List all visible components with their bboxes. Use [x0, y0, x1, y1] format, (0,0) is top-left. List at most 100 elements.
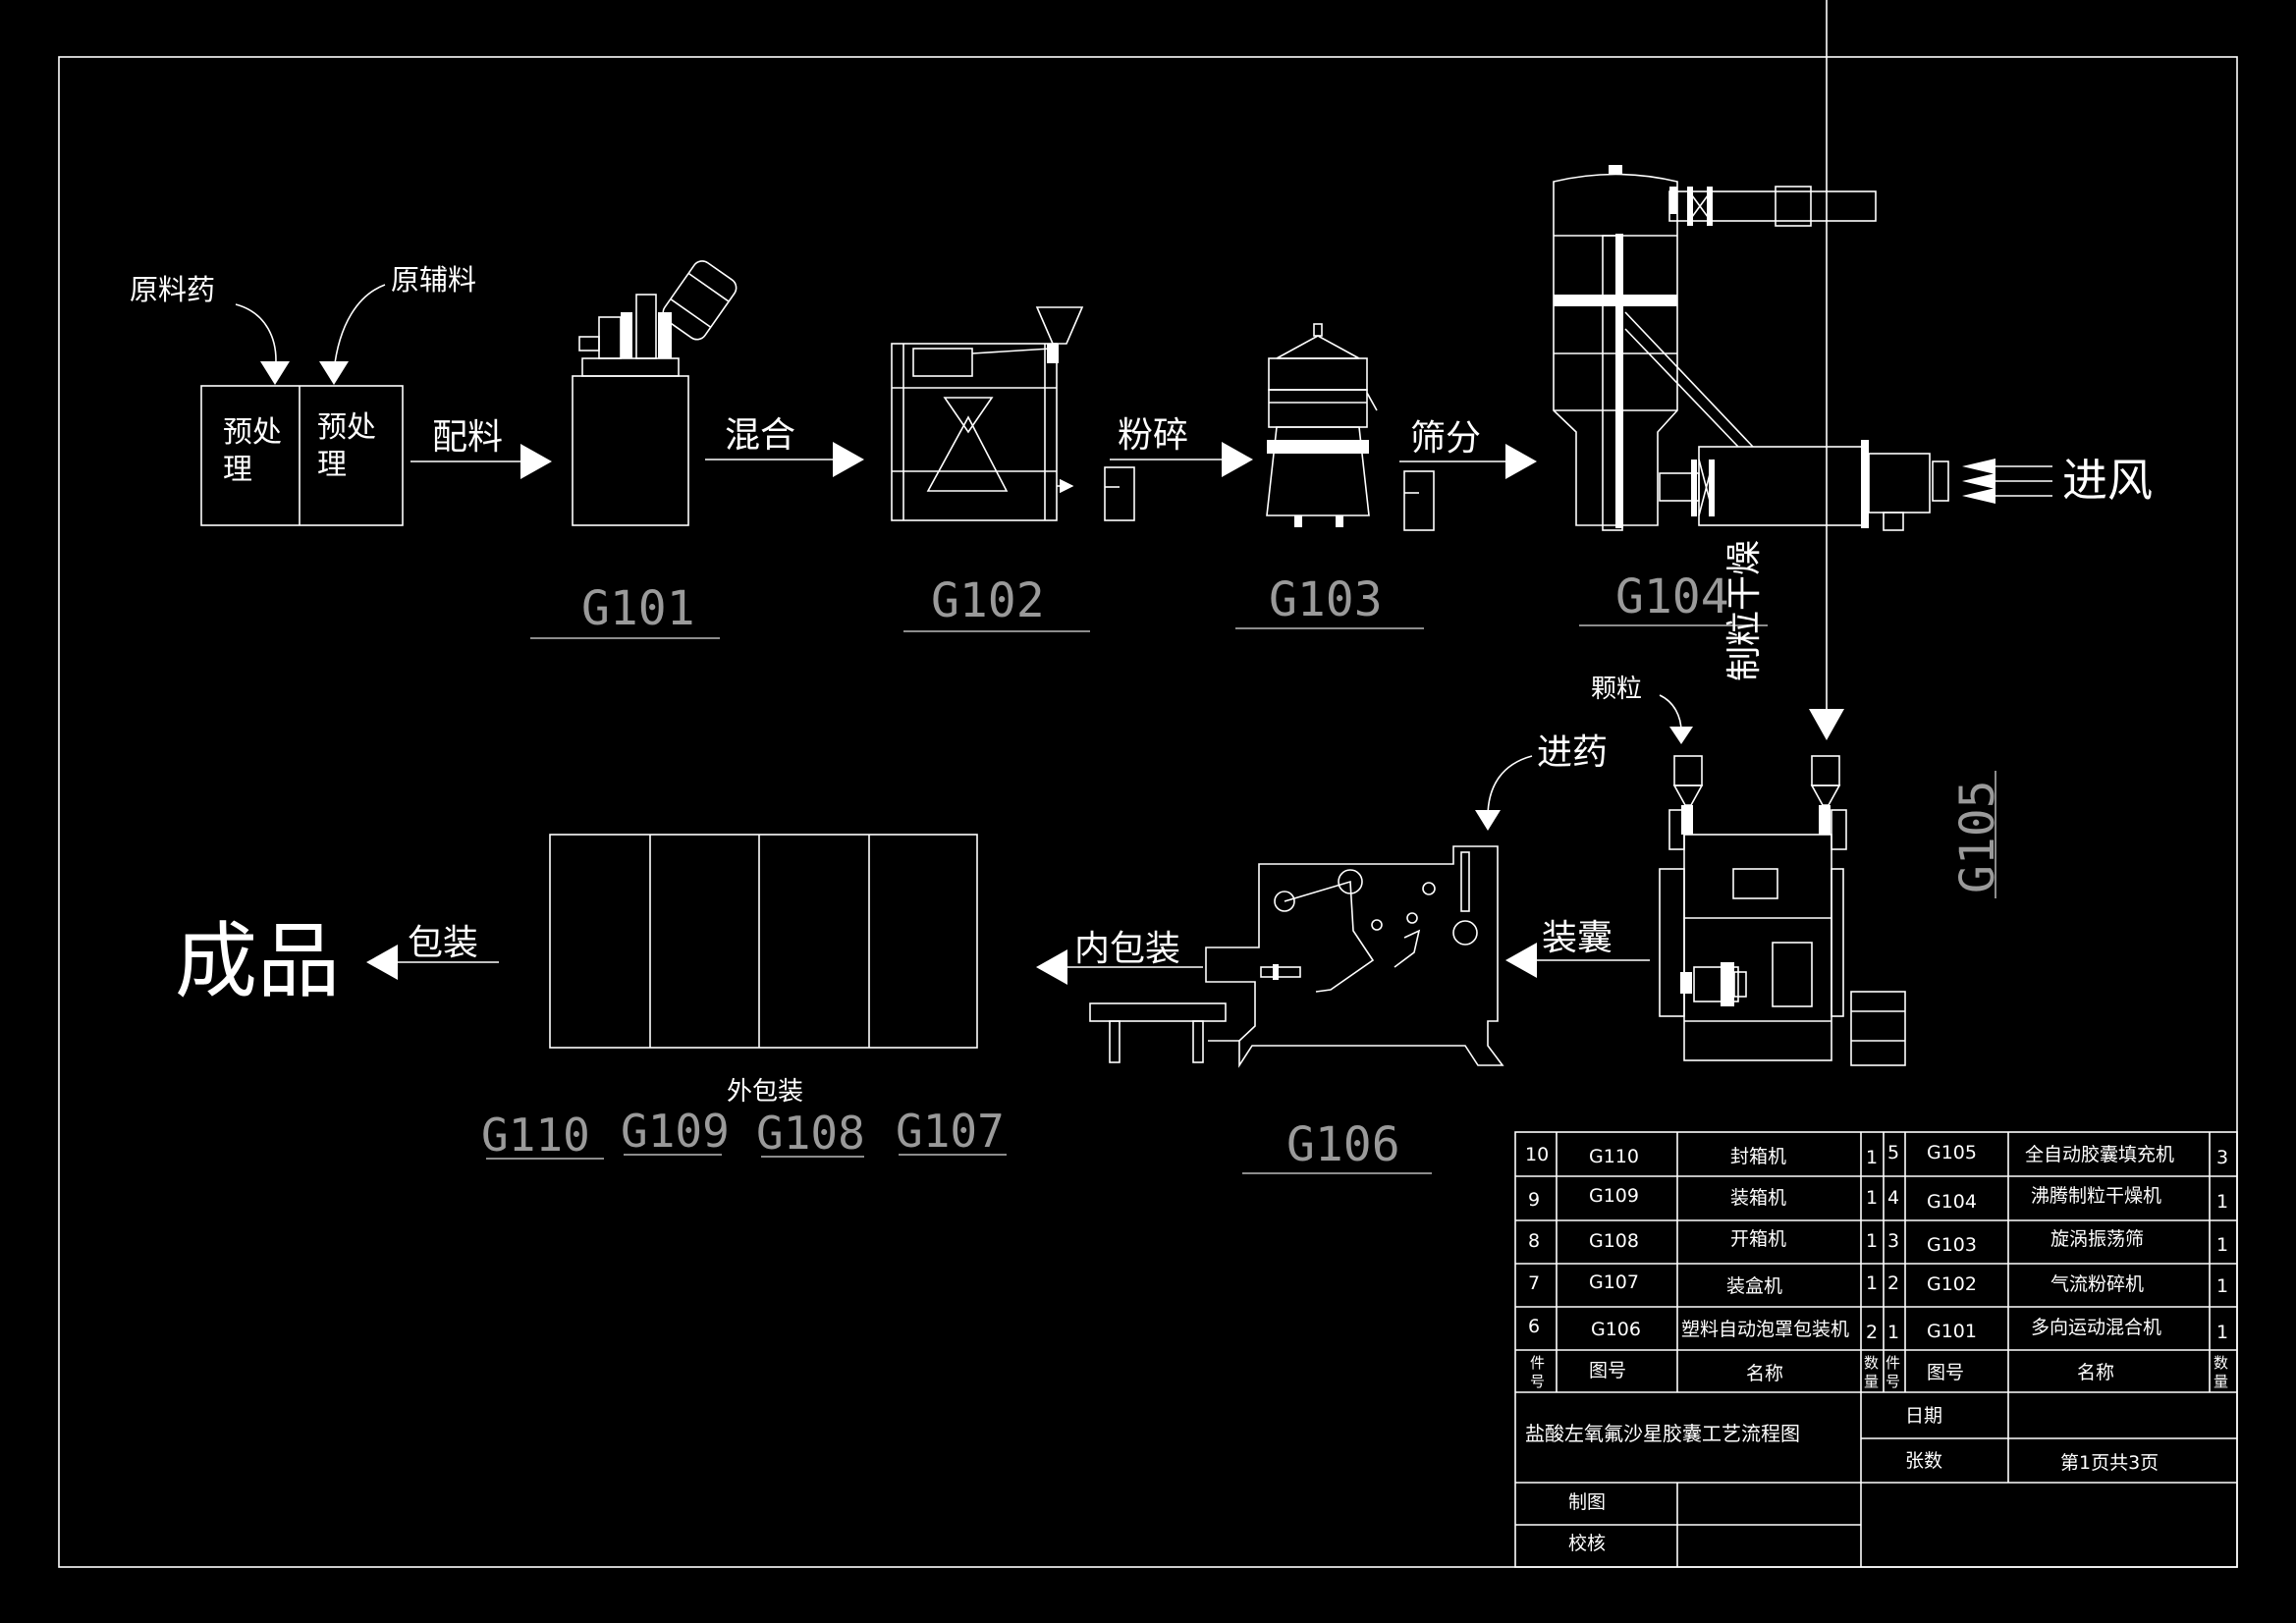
tb-row1-qty2: 3: [2216, 1147, 2228, 1168]
step-crushing-label: 粉碎: [1118, 415, 1188, 456]
granules-label: 颗粒: [1591, 675, 1642, 704]
raw-excipient-arrow: [333, 284, 386, 372]
tb-row3-code2: G103: [1927, 1234, 1977, 1256]
tb-header-name: 名称: [1746, 1363, 1783, 1384]
tb-header-qty-2: 量: [1864, 1373, 1879, 1390]
step-sieving-label: 筛分: [1410, 418, 1481, 459]
tb-row5-name2: 多向运动混合机: [2031, 1317, 2161, 1338]
drawing-border: [58, 56, 2238, 1568]
drug-in-label: 进药: [1537, 732, 1608, 773]
tb-row5-code2: G101: [1927, 1321, 1977, 1342]
tb-row5-no: 6: [1528, 1316, 1540, 1337]
tb-header-name2: 名称: [2077, 1362, 2114, 1383]
tb-header-part-no2-2: 号: [1886, 1373, 1900, 1390]
tb-row4-qty: 1: [1866, 1272, 1878, 1294]
g109-code: G109: [621, 1105, 730, 1158]
final-product-label: 成品: [175, 913, 340, 1009]
tb-row3-name2: 旋涡振荡筛: [2050, 1228, 2144, 1250]
tb-row1-no: 10: [1525, 1144, 1549, 1165]
tb-drawing-title: 盐酸左氧氟沙星胶囊工艺流程图: [1525, 1422, 1800, 1445]
tb-row2-qty2: 1: [2216, 1191, 2228, 1213]
tb-row4-code2: G102: [1927, 1273, 1977, 1295]
g110-code: G110: [481, 1109, 590, 1162]
tb-header-drawing-no: 图号: [1589, 1360, 1626, 1381]
tb-row3-no: 8: [1528, 1230, 1540, 1252]
g105-code: G105: [1950, 780, 2005, 893]
tb-row4-no2: 2: [1887, 1272, 1899, 1294]
title-block: [1514, 1131, 2238, 1568]
pretreat-left-line1: 预处: [223, 415, 282, 450]
tb-row2-name2: 沸腾制粒干燥机: [2031, 1185, 2161, 1207]
tb-row2-code2: G104: [1927, 1191, 1977, 1213]
g102-jet-mill-drawing: [891, 306, 1084, 521]
pretreat-left-line2: 理: [223, 453, 252, 487]
tb-header-part-no2-1: 件: [1886, 1354, 1900, 1372]
tb-row5-no2: 1: [1887, 1322, 1899, 1343]
g103-vibrating-screen-drawing: [1266, 323, 1378, 527]
g105-capsule-filler-drawing: [1659, 755, 1847, 1061]
tb-row4-code: G107: [1589, 1271, 1639, 1293]
g108-code: G108: [756, 1107, 865, 1160]
tb-header-part-no-2: 号: [1530, 1373, 1545, 1390]
step-inner-pack-label: 内包装: [1074, 929, 1180, 969]
g106-code: G106: [1286, 1117, 1400, 1172]
g102-collector-box: [1104, 466, 1135, 521]
step-capsule-fill-label: 装囊: [1542, 918, 1613, 958]
tb-date-label: 日期: [1905, 1405, 1942, 1427]
g104-code: G104: [1615, 569, 1729, 624]
g103-collector-box: [1403, 470, 1435, 531]
tb-row4-name2: 气流粉碎机: [2050, 1273, 2144, 1295]
tb-row1-qty: 1: [1866, 1147, 1878, 1168]
step-mixing-label: 混合: [725, 415, 795, 456]
tb-sheets-label: 张数: [1905, 1450, 1942, 1472]
tb-sheets-value: 第1页共3页: [2060, 1452, 2159, 1474]
step-granulate-dry-label: 制粒干燥: [1724, 540, 1765, 681]
outer-pack-label: 外包装: [727, 1077, 803, 1107]
tb-header-part-no-1: 件: [1530, 1354, 1545, 1372]
outer-packaging-line: [549, 834, 978, 1049]
g106-outfeed-table: [1089, 1002, 1227, 1063]
tb-row5-qty2: 1: [2216, 1322, 2228, 1343]
step-pack-label: 包装: [408, 923, 478, 963]
step-dosing-label: 配料: [432, 417, 503, 458]
raw-excipient-label: 原辅料: [391, 263, 476, 297]
tb-row5-qty: 2: [1866, 1322, 1878, 1343]
air-inlet-arrows: [1962, 459, 2052, 504]
tb-header-qty2-1: 数: [2214, 1354, 2228, 1372]
g103-code: G103: [1269, 572, 1383, 627]
g104-fluid-bed-dryer-drawing: [1553, 165, 1949, 531]
tb-row4-name: 装盒机: [1726, 1275, 1782, 1297]
tb-row5-name: 塑料自动泡罩包装机: [1681, 1319, 1849, 1340]
tb-row1-code: G110: [1589, 1146, 1639, 1167]
tb-row1-name2: 全自动胶囊填充机: [2025, 1144, 2174, 1165]
tb-row1-no2: 5: [1887, 1142, 1899, 1163]
tb-row3-qty2: 1: [2216, 1234, 2228, 1256]
tb-header-qty-1: 数: [1864, 1354, 1879, 1372]
tb-row2-no: 9: [1528, 1189, 1540, 1211]
tb-header-qty2-2: 量: [2214, 1373, 2228, 1390]
tb-row1-code2: G105: [1927, 1142, 1977, 1163]
tb-row2-name: 装箱机: [1730, 1187, 1786, 1209]
pretreat-right-line1: 预处: [317, 410, 376, 445]
pretreat-right-line2: 理: [317, 448, 347, 482]
g102-code: G102: [931, 573, 1045, 628]
tb-row4-no: 7: [1528, 1272, 1540, 1294]
tb-drawn-label: 制图: [1568, 1491, 1606, 1513]
tb-row2-code: G109: [1589, 1185, 1639, 1207]
raw-drug-label: 原料药: [130, 273, 215, 306]
g106-blister-packer-drawing: [1205, 845, 1504, 1068]
tb-row2-qty: 1: [1866, 1187, 1878, 1209]
tb-header-drawing-no2: 图号: [1927, 1362, 1964, 1383]
tb-row4-qty2: 1: [2216, 1275, 2228, 1297]
tb-checked-label: 校核: [1568, 1533, 1606, 1554]
pretreatment-box: [200, 385, 404, 526]
tb-row3-name: 开箱机: [1730, 1228, 1786, 1250]
g107-code: G107: [896, 1105, 1005, 1158]
tb-row3-qty: 1: [1866, 1230, 1878, 1252]
air-in-label: 进风: [2062, 454, 2153, 507]
tb-row1-name: 封箱机: [1730, 1146, 1786, 1167]
g105-collector-box: [1850, 991, 1906, 1066]
g101-code: G101: [581, 581, 695, 636]
tb-row3-code: G108: [1589, 1230, 1639, 1252]
tb-row5-code: G106: [1591, 1319, 1641, 1340]
